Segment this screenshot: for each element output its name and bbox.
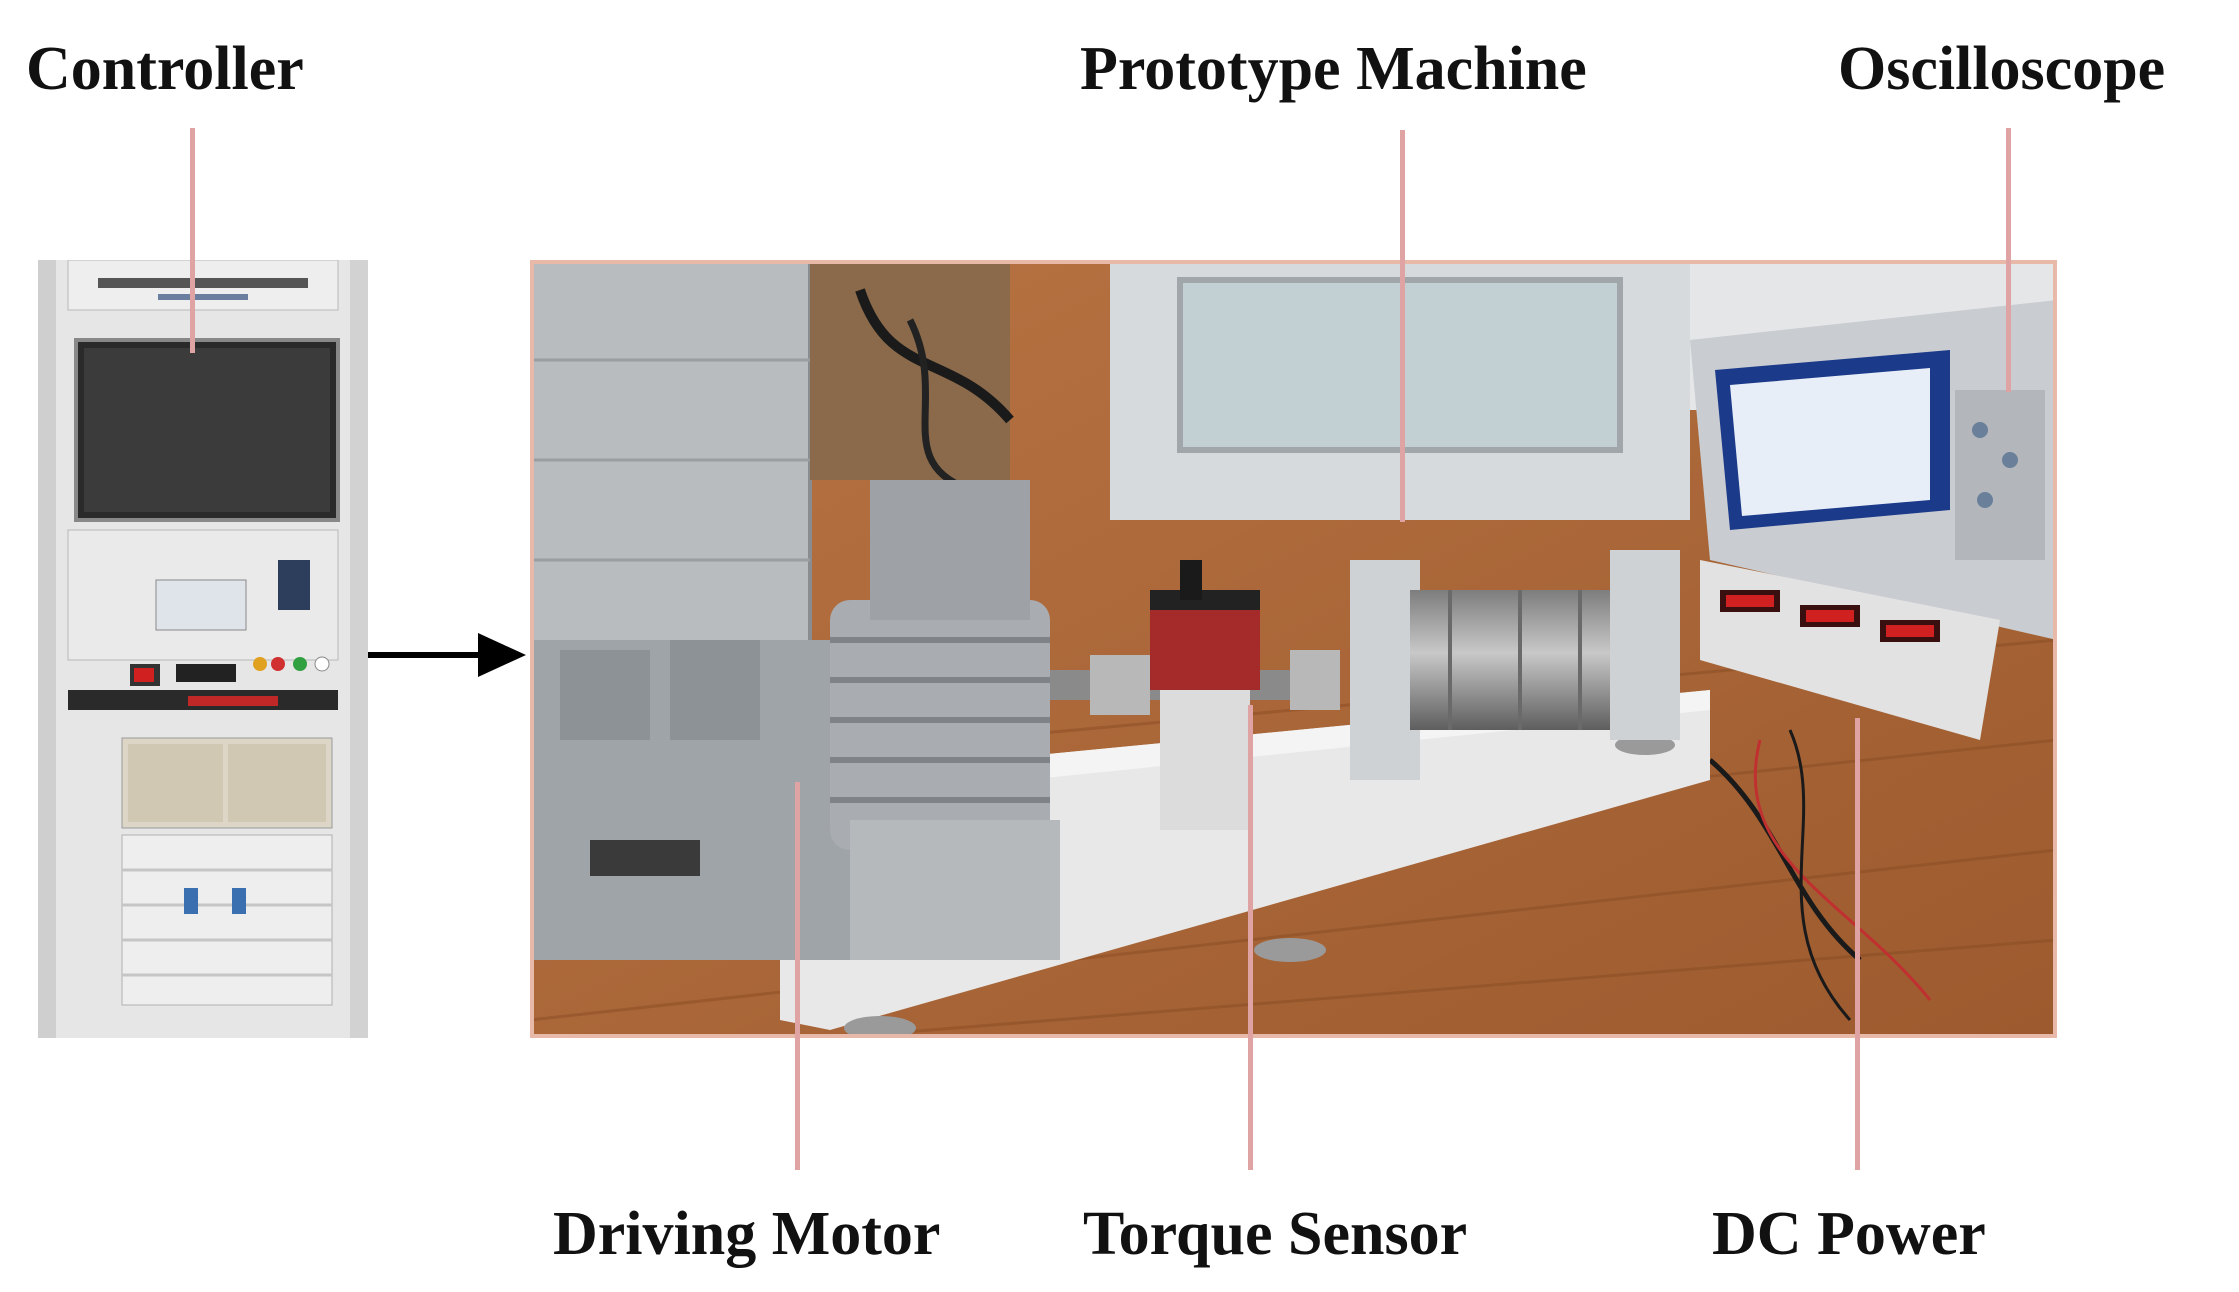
label-prototype-machine: Prototype Machine xyxy=(1080,35,1587,103)
leader-line-prototype-machine xyxy=(1400,130,1405,522)
right-arrow-icon xyxy=(368,633,526,677)
leader-line-driving-motor xyxy=(795,782,800,1170)
leader-line-oscilloscope xyxy=(2006,128,2011,392)
leader-line-dc-power xyxy=(1855,718,1860,1170)
label-driving-motor: Driving Motor xyxy=(553,1200,941,1268)
label-dc-power: DC Power xyxy=(1712,1200,1986,1268)
label-controller: Controller xyxy=(26,35,304,103)
leader-line-torque-sensor xyxy=(1248,705,1253,1170)
controller-photo xyxy=(38,260,368,1038)
label-torque-sensor: Torque Sensor xyxy=(1083,1200,1468,1268)
label-oscilloscope: Oscilloscope xyxy=(1838,35,2166,103)
test-bench-photo xyxy=(530,260,2057,1038)
leader-line-controller xyxy=(190,128,195,353)
